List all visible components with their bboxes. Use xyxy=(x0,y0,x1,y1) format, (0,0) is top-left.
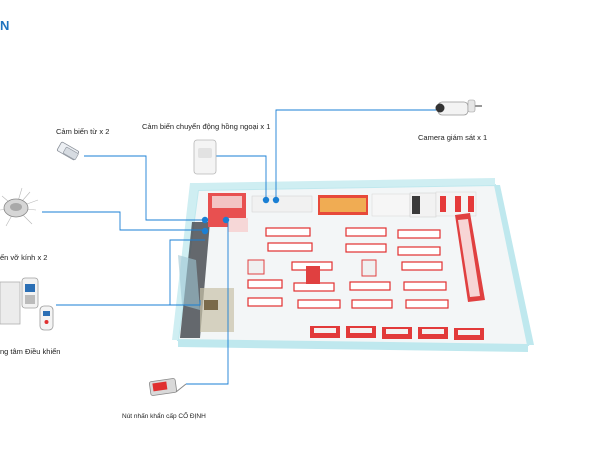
store-floorplan xyxy=(172,178,534,352)
remote-icon xyxy=(39,305,54,331)
aisle-shelf xyxy=(351,299,393,309)
panic-button-icon xyxy=(149,378,187,396)
aisle-shelves xyxy=(247,227,449,309)
keypad-icon xyxy=(21,277,39,309)
right-wall-shelf-inner xyxy=(458,219,480,297)
back-shelf xyxy=(412,196,420,214)
aisle-shelf xyxy=(349,281,391,291)
aisle-shelf xyxy=(403,281,447,291)
promo-island xyxy=(361,259,377,277)
label-door-sensor: Cảm biến từ x 2 xyxy=(56,127,110,136)
back-shelf xyxy=(440,196,446,212)
aisle-shelf xyxy=(265,227,311,237)
node-panel xyxy=(222,216,230,224)
store-front-wall xyxy=(178,340,528,352)
aisle-shelf xyxy=(247,279,283,289)
label-camera: Camera giám sát x 1 xyxy=(418,133,488,142)
back-shelf xyxy=(455,196,461,212)
connection-nodes xyxy=(201,196,280,235)
node-door-sensor xyxy=(201,216,209,224)
camera-icon xyxy=(435,99,482,116)
front-freezers xyxy=(310,326,484,340)
promo-island xyxy=(247,259,265,275)
aisle-shelf xyxy=(247,297,283,307)
alarm-panel-icon xyxy=(0,281,21,325)
brand-logo: N xyxy=(0,18,10,33)
aisle-shelf xyxy=(267,242,313,252)
freezer-top xyxy=(350,328,372,333)
glass-break-sensor-icon xyxy=(0,187,39,227)
freezer-top xyxy=(458,330,480,335)
wire-control-panel xyxy=(56,300,201,306)
aisle-shelf xyxy=(293,282,335,292)
label-glass-break: ến vỡ kính x 2 xyxy=(0,253,48,262)
freezer-top xyxy=(314,328,336,333)
wire-motion-sensor xyxy=(216,155,267,200)
store-door-glass xyxy=(178,255,200,310)
office-desk xyxy=(204,300,218,310)
wire-glass-break xyxy=(42,211,205,231)
back-shelf xyxy=(320,198,366,212)
aisle-shelf xyxy=(297,299,341,309)
aisle-shelf xyxy=(397,229,441,239)
freezer-top xyxy=(422,329,444,334)
label-panic-button: Nút nhấn khẩn cấp CỐ ĐỊNH xyxy=(122,413,206,420)
freezer-top xyxy=(386,329,408,334)
aisle-shelf xyxy=(405,299,449,309)
back-shelf xyxy=(468,196,474,212)
aisle-shelf xyxy=(401,261,443,271)
store-right-wall xyxy=(495,185,534,345)
wire-door-sensor xyxy=(84,155,205,221)
aisle-shelf xyxy=(345,227,387,237)
promo-island xyxy=(306,266,320,284)
wiring xyxy=(42,109,436,385)
aisle-shelf xyxy=(345,243,387,253)
wire-camera xyxy=(275,109,436,200)
motion-sensor-icon xyxy=(193,139,217,175)
store-back-wall xyxy=(198,178,495,190)
cashier-counter-top xyxy=(212,196,242,208)
door-sensor-icon xyxy=(56,141,80,161)
node-motion xyxy=(262,196,270,204)
node-glass-break xyxy=(201,227,209,235)
label-motion-sensor: Cảm biến chuyển động hồng ngoại x 1 xyxy=(142,122,271,131)
wire-panic-button xyxy=(186,222,229,385)
checkout-desk xyxy=(228,218,248,232)
back-shelf xyxy=(371,193,411,217)
aisle-shelf xyxy=(397,246,441,256)
wire-control-panel-up xyxy=(169,239,205,305)
node-camera xyxy=(272,196,280,204)
back-shelf xyxy=(251,195,313,213)
label-control-center: ng tâm Điều khiển xyxy=(0,347,61,356)
